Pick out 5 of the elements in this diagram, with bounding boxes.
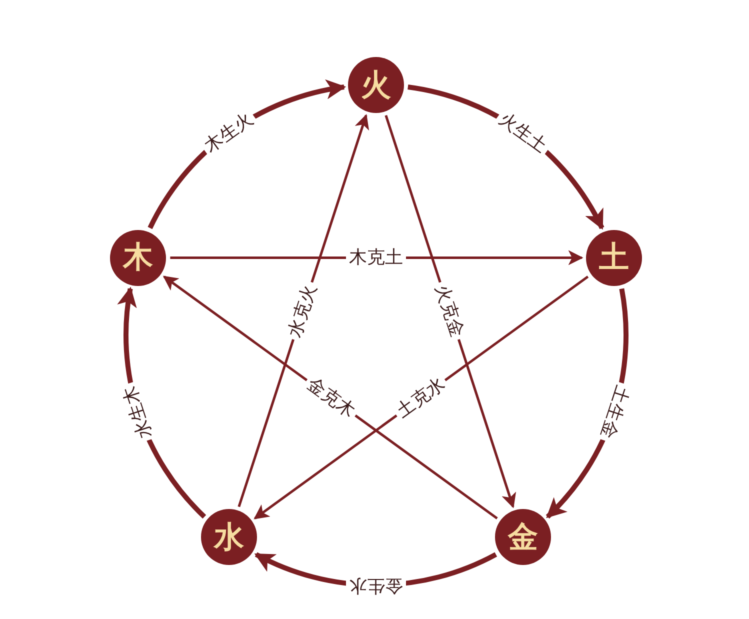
element-circle: 土 bbox=[586, 230, 642, 286]
element-circle: 金 bbox=[494, 509, 551, 566]
element-circle: 火 bbox=[348, 57, 404, 113]
element-circle: 水 bbox=[201, 509, 258, 566]
element-circle: 木 bbox=[110, 230, 166, 286]
